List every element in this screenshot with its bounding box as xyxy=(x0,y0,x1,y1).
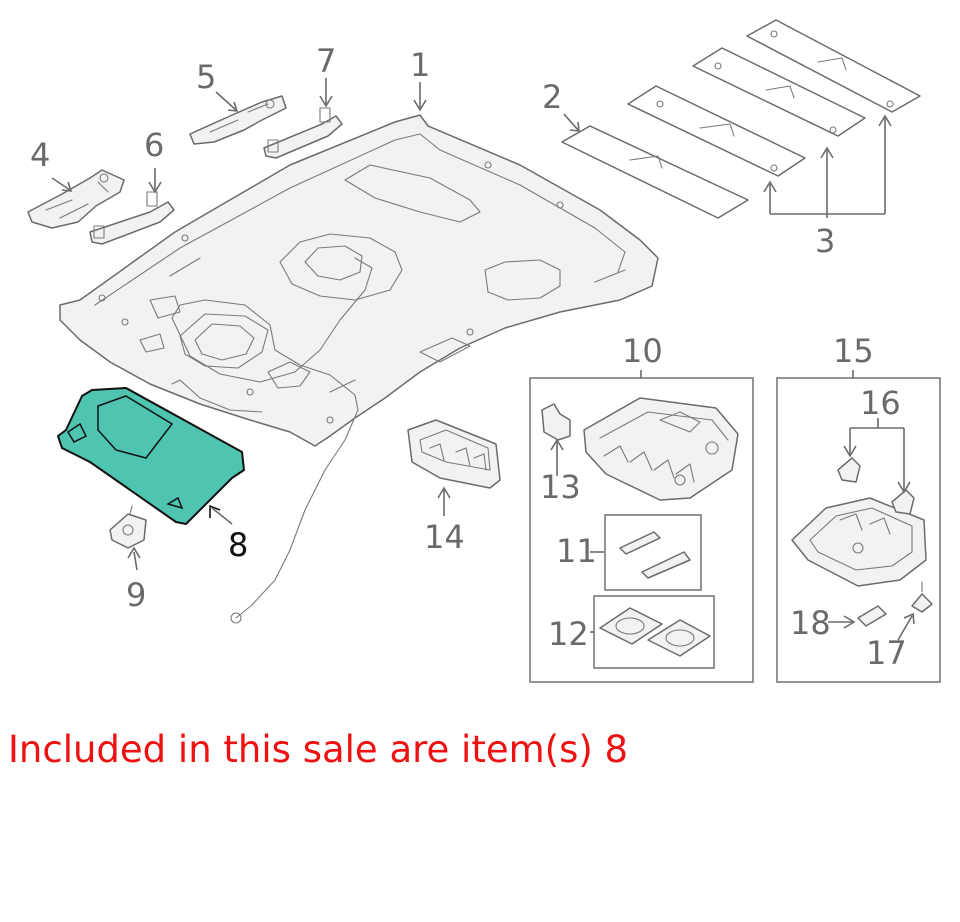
callout-2: 2 xyxy=(542,78,562,116)
grab-handle-7[interactable] xyxy=(263,107,343,159)
callout-17: 17 xyxy=(866,634,907,672)
visor-clip-9[interactable] xyxy=(109,505,147,549)
callout-13: 13 xyxy=(540,468,581,506)
callout-labels: 1 2 3 4 5 6 7 8 9 10 11 12 13 14 15 16 1… xyxy=(30,42,907,672)
callout-4: 4 xyxy=(30,136,50,174)
clip-13[interactable] xyxy=(541,403,571,441)
overhead-console-10[interactable] xyxy=(583,397,739,501)
callout-12: 12 xyxy=(548,615,589,653)
insulation-pads-3[interactable] xyxy=(627,19,921,177)
callout-15: 15 xyxy=(833,332,874,370)
lens-12[interactable] xyxy=(599,607,711,657)
sale-note: Included in this sale are item(s) 8 xyxy=(8,728,629,771)
callout-14: 14 xyxy=(424,518,465,556)
sun-visor-8[interactable] xyxy=(57,387,245,525)
callout-16: 16 xyxy=(860,384,901,422)
callout-8: 8 xyxy=(228,526,248,564)
bulb-11[interactable] xyxy=(619,531,691,579)
screw-17[interactable] xyxy=(911,581,933,613)
callout-7: 7 xyxy=(316,42,336,80)
leader-lines xyxy=(51,78,915,641)
box-11 xyxy=(604,514,702,591)
callout-5: 5 xyxy=(196,58,216,96)
bulb-18[interactable] xyxy=(857,605,887,627)
callout-6: 6 xyxy=(144,126,164,164)
clip-16[interactable] xyxy=(837,457,915,515)
grab-handle-6[interactable] xyxy=(89,191,175,245)
insulation-pad-2[interactable] xyxy=(561,125,749,219)
headliner-part[interactable] xyxy=(59,114,659,624)
map-lamp-15[interactable] xyxy=(791,497,927,587)
room-lamp-14[interactable] xyxy=(407,419,501,489)
box-15 xyxy=(776,377,941,683)
callout-3: 3 xyxy=(815,222,835,260)
bracket-4[interactable] xyxy=(27,169,125,229)
callout-11: 11 xyxy=(556,532,597,570)
parts-diagram: 1 2 3 4 5 6 7 8 9 10 11 12 13 14 15 16 1… xyxy=(27,19,941,683)
callout-10: 10 xyxy=(622,332,663,370)
bracket-5[interactable] xyxy=(189,95,287,145)
callout-9: 9 xyxy=(126,576,146,614)
callout-18: 18 xyxy=(790,604,831,642)
callout-1: 1 xyxy=(410,46,430,84)
